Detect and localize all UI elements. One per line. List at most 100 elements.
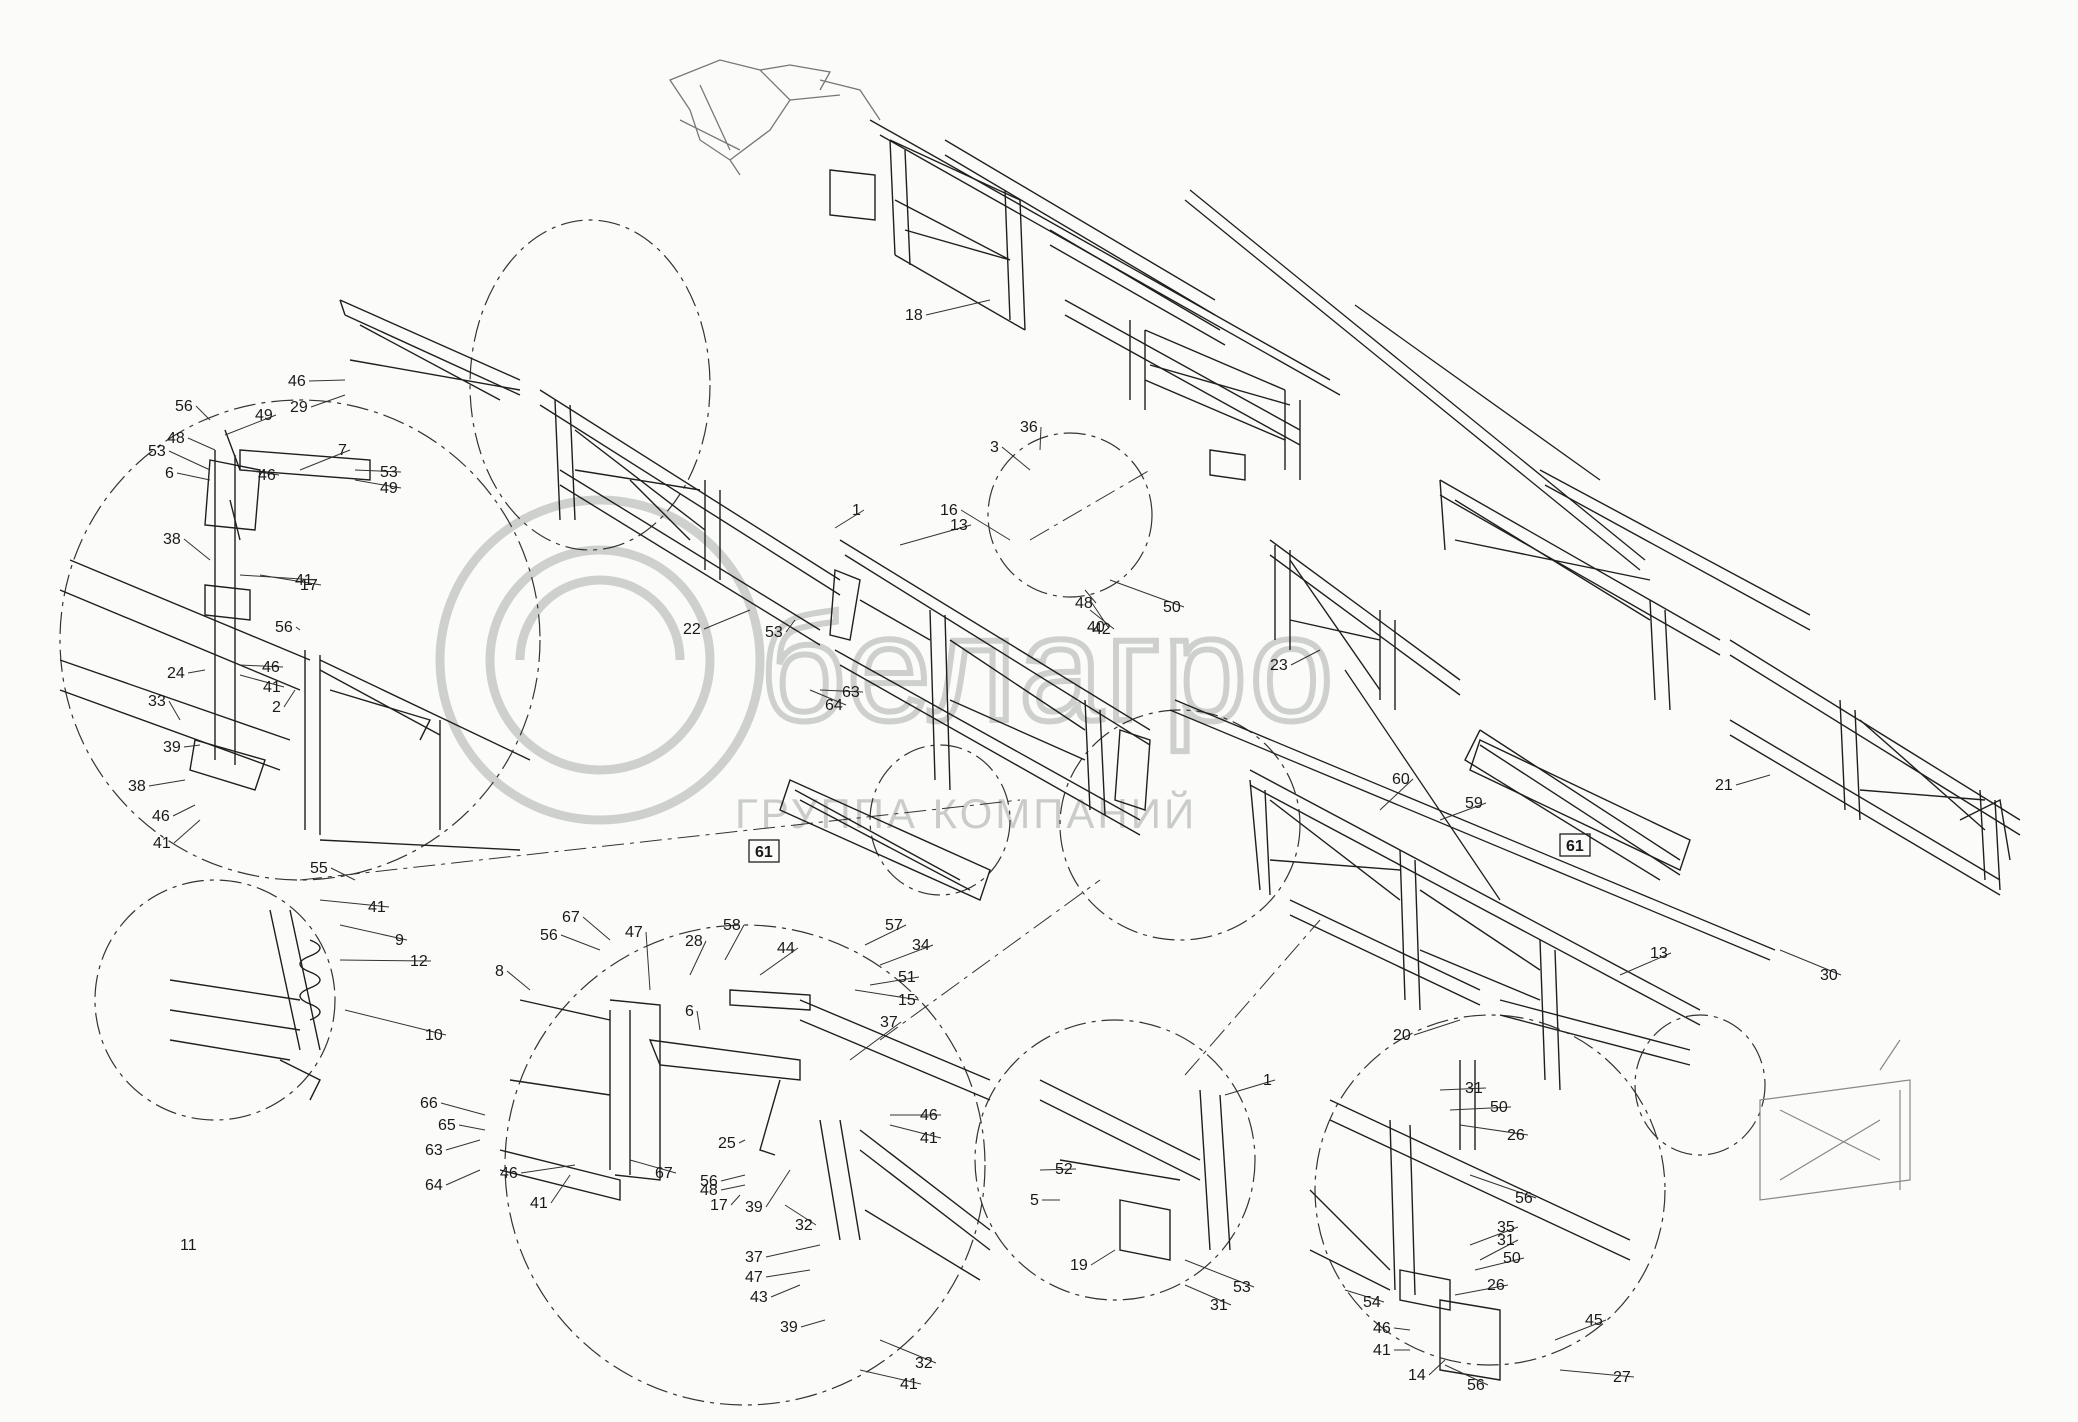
leader-line-31 <box>1439 1087 1487 1091</box>
callout-46-3: 46 <box>262 659 280 676</box>
callout-17-1: 17 <box>300 577 318 594</box>
callout-18: 18 <box>905 307 923 324</box>
leader-line-41 <box>859 1369 922 1385</box>
leader-line-34 <box>879 944 934 966</box>
callout-56-6: 56 <box>1467 1377 1485 1394</box>
leader-line-27 <box>1559 1369 1635 1378</box>
callout-2: 2 <box>272 699 281 716</box>
leader-line-43 <box>770 1284 801 1298</box>
callout-41-7: 41 <box>900 1376 918 1393</box>
callout-65: 65 <box>438 1117 456 1134</box>
callout-53-3: 53 <box>765 624 783 641</box>
callout-57: 57 <box>885 917 903 934</box>
leader-line-38 <box>148 779 186 787</box>
callout-56-5: 56 <box>1515 1190 1533 1207</box>
leader-line-50 <box>1474 1257 1525 1271</box>
leader-line-39 <box>765 1169 791 1208</box>
callout-31-1: 31 <box>1465 1080 1483 1097</box>
connector-lines <box>299 469 1321 1076</box>
detail-bracket-19 <box>1039 1079 1231 1261</box>
watermark-tagline: ГРУППА КОМПАНИЙ <box>735 789 1197 837</box>
leader-line-20 <box>1413 1019 1461 1036</box>
callout-29: 29 <box>290 399 308 416</box>
leader-line-50 <box>1449 1106 1512 1111</box>
leader-line-53 <box>785 619 796 633</box>
leader-line-2 <box>283 689 296 708</box>
callout-53-2: 53 <box>380 464 398 481</box>
callout-13-2: 13 <box>1650 945 1668 962</box>
callout-22: 22 <box>683 621 701 638</box>
callout-39-3: 39 <box>780 1319 798 1336</box>
leader-line-3 <box>1001 446 1031 471</box>
callout-41-5: 41 <box>530 1195 548 1212</box>
boom-section-13 <box>829 539 1151 836</box>
leader-line-67 <box>629 1159 677 1174</box>
leader-line-1 <box>834 509 865 529</box>
callout-41-6: 41 <box>920 1130 938 1147</box>
leader-line-60 <box>1379 778 1414 811</box>
callout-37-2: 37 <box>745 1249 763 1266</box>
leader-line-44 <box>759 947 799 976</box>
callout-36: 36 <box>1020 419 1038 436</box>
callout-46-7: 46 <box>1373 1320 1391 1337</box>
leader-line-12 <box>339 959 432 962</box>
leader-line-13 <box>1619 952 1672 976</box>
leader-line-46 <box>244 469 280 476</box>
callout-46-4: 46 <box>152 808 170 825</box>
leader-line-37 <box>765 1244 821 1258</box>
leader-line-18 <box>925 299 991 316</box>
callout-32-1: 32 <box>795 1217 813 1234</box>
callout-56-4: 56 <box>700 1173 718 1190</box>
callout-45: 45 <box>1585 1312 1603 1329</box>
leader-line-19 <box>1090 1249 1116 1266</box>
leader-line-56 <box>720 1174 746 1182</box>
callout-7: 7 <box>338 442 347 459</box>
leader-line-45 <box>1554 1319 1607 1341</box>
callout-41-3: 41 <box>153 835 171 852</box>
leader-line-28 <box>689 940 707 976</box>
callout-48-2: 48 <box>1075 595 1093 612</box>
callout-67-2: 67 <box>655 1165 673 1182</box>
leader-line-53 <box>354 469 402 473</box>
leader-line-39 <box>183 744 201 748</box>
leader-line-16 <box>960 509 1011 541</box>
leader-line-9 <box>339 924 408 941</box>
callout-56-3: 56 <box>540 927 558 944</box>
callout-26-1: 26 <box>1507 1127 1525 1144</box>
callout-38-2: 38 <box>128 778 146 795</box>
leader-line-29 <box>310 394 346 408</box>
leader-line-46 <box>172 804 196 817</box>
callout-35: 35 <box>1497 1219 1515 1236</box>
leader-line-56 <box>560 934 601 951</box>
leader-line-41 <box>173 819 201 844</box>
callout-33: 33 <box>148 693 166 710</box>
callout-27: 27 <box>1613 1369 1631 1386</box>
leader-line-47 <box>765 1269 811 1278</box>
callout-13-1: 13 <box>950 517 968 534</box>
leader-line-26 <box>1454 1284 1509 1296</box>
leader-line-65 <box>458 1124 486 1131</box>
callout-6-1: 6 <box>165 465 174 482</box>
leader-line-59 <box>1439 802 1487 821</box>
leader-line-64 <box>445 1169 481 1186</box>
callout-15: 15 <box>898 992 916 1009</box>
callout-64-2: 64 <box>825 697 843 714</box>
leader-line-48 <box>1084 589 1097 604</box>
boom-section-left <box>339 299 841 646</box>
callout-64-1: 64 <box>425 1177 443 1194</box>
leader-line-63 <box>445 1139 481 1151</box>
brace-61 <box>779 739 1691 901</box>
leader-line-41 <box>239 674 285 688</box>
leader-line-25 <box>738 1139 746 1144</box>
leader-line-24 <box>187 669 206 674</box>
leader-line-13 <box>899 524 972 546</box>
callout-28: 28 <box>685 933 703 950</box>
leader-line-6 <box>176 472 211 481</box>
leader-line-32 <box>784 1204 817 1226</box>
leader-line-56 <box>1444 1364 1489 1386</box>
boxed-callout-61-b: 61 <box>1559 833 1591 857</box>
tractor-frame-sketch <box>669 59 881 176</box>
leader-line-37 <box>849 1021 902 1061</box>
callout-49-2: 49 <box>380 480 398 497</box>
